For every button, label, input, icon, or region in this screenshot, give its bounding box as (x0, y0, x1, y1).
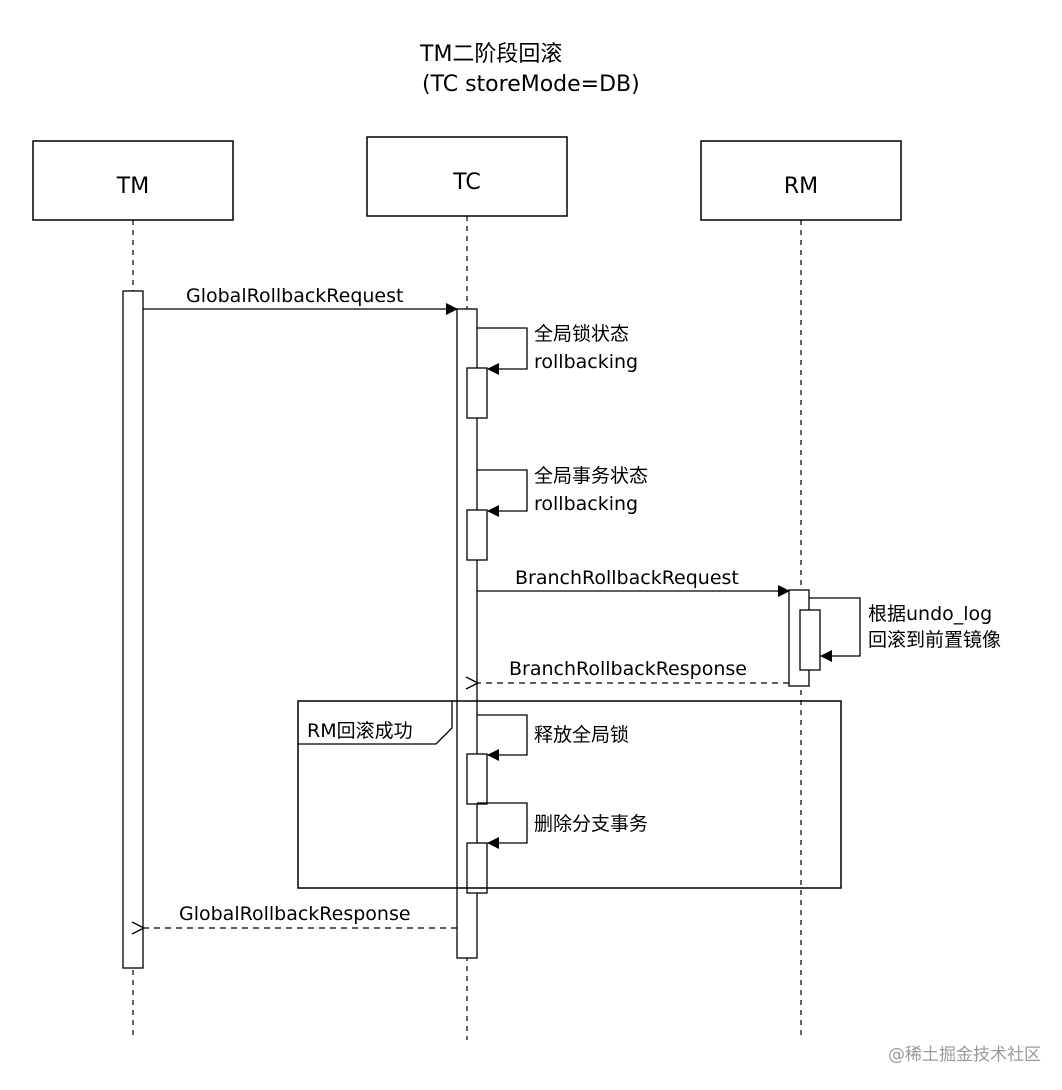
message-branch-rollback-request: BranchRollbackRequest (477, 567, 790, 597)
tc-lock-status-activation (466, 367, 488, 419)
watermark-text: @稀土掘金技术社区 (888, 1045, 1041, 1065)
participant-rm: RM (700, 140, 902, 221)
tx-status-label-line2: rollbacking (534, 493, 638, 515)
message-global-rollback-response: GlobalRollbackResponse (144, 903, 457, 928)
diagram-title-line2: (TC storeMode=DB) (422, 72, 640, 97)
diagram-title-line1: TM二阶段回滚 (419, 42, 562, 67)
tc-delete-branch-activation (466, 842, 488, 894)
message-release-lock: 释放全局锁 (477, 714, 629, 761)
branch-rollback-request-label: BranchRollbackRequest (515, 567, 739, 589)
message-branch-rollback-response: BranchRollbackResponse (478, 658, 789, 683)
tc-tx-status-activation (466, 509, 488, 561)
rm-undo-activation (799, 609, 821, 671)
participant-tm: TM (32, 140, 234, 221)
participant-tc-label: TC (452, 170, 481, 195)
delete-branch-label: 删除分支事务 (534, 813, 648, 835)
global-rollback-request-label: GlobalRollbackRequest (186, 285, 403, 307)
tc-release-lock-activation (466, 753, 488, 805)
rm-undo-label-line1: 根据undo_log (868, 603, 992, 625)
message-rm-undo: 根据undo_log 回滚到前置镜像 (809, 597, 1001, 662)
tm-activation (122, 290, 144, 969)
message-global-rollback-request: GlobalRollbackRequest (143, 285, 458, 315)
lock-status-label-line1: 全局锁状态 (534, 323, 629, 345)
message-tx-status: 全局事务状态 rollbacking (477, 465, 648, 517)
fragment-label: RM回滚成功 (307, 720, 413, 742)
message-lock-status: 全局锁状态 rollbacking (477, 323, 638, 375)
branch-rollback-response-label: BranchRollbackResponse (509, 658, 747, 680)
participant-rm-label: RM (784, 174, 818, 199)
release-lock-label: 释放全局锁 (534, 724, 629, 746)
participant-tc: TC (366, 136, 568, 217)
message-delete-branch: 删除分支事务 (477, 802, 648, 849)
fragment-rm-rollback-success: RM回滚成功 (297, 700, 842, 889)
participant-tm-label: TM (116, 174, 149, 199)
tx-status-label-line1: 全局事务状态 (534, 465, 648, 487)
global-rollback-response-label: GlobalRollbackResponse (179, 903, 411, 925)
rm-undo-label-line2: 回滚到前置镜像 (868, 629, 1001, 651)
lock-status-label-line2: rollbacking (534, 351, 638, 373)
